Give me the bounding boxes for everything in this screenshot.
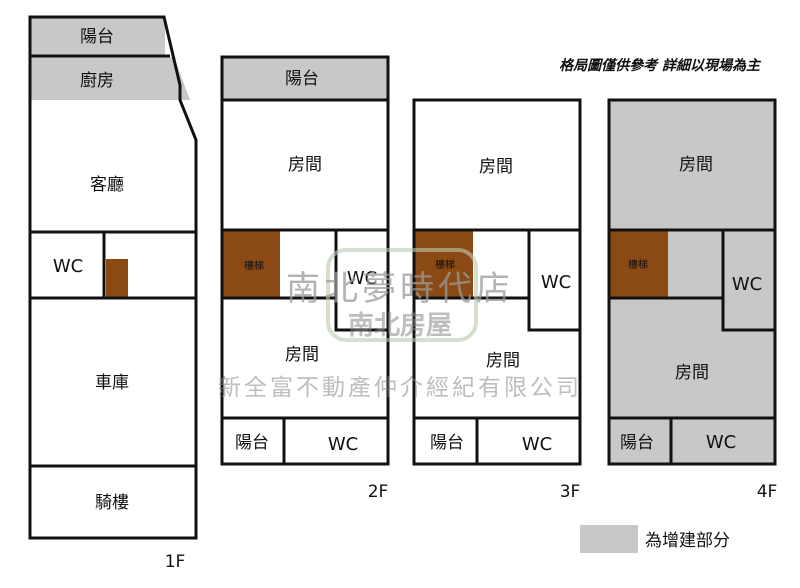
2f-outline [220,55,390,466]
1f-garage-label: 車庫 [95,373,129,393]
4f-outline [607,98,777,466]
1f-kitchen-fill [30,57,190,100]
2f-wc-bottom-label: WC [328,434,358,455]
2f-stairs-label: 樓梯 [244,259,264,272]
4f-wc-walls [721,230,775,332]
4f-room2-label: 房間 [675,363,709,383]
legend-label: 為增建部分 [645,531,730,551]
1f-outline [28,15,198,540]
1f-living-label: 客廳 [90,175,124,195]
watermark: 南北房屋 南北夢時代店 新全富不動產仲介經紀有限公司 [218,248,582,401]
floor-1f: 陽台 廚房 客廳 WC 車庫 騎樓 1F [28,15,198,572]
2f-floor-label: 2F [368,482,389,502]
floor-4f: 房間 樓梯 WC 房間 陽台 WC 4F [607,98,778,502]
3f-wc-walls [527,230,580,332]
2f-room2-label: 房間 [285,345,319,365]
2f-balcony-fill [222,57,388,100]
watermark-company: 新全富不動產仲介經紀有限公司 [218,375,582,401]
2f-balcony-top-label: 陽台 [285,69,319,89]
3f-room1-label: 房間 [479,157,513,177]
3f-room2-label: 房間 [486,351,520,371]
watermark-brand: 南北夢時代店 [286,269,514,309]
3f-floor-label: 3F [560,482,581,502]
3f-wc-mid-label: WC [541,272,571,293]
4f-stairs-label: 樓梯 [628,258,648,271]
1f-arcade-label: 騎樓 [95,493,129,513]
1f-kitchen-label: 廚房 [80,70,114,91]
4f-balcony-bottom-label: 陽台 [620,433,654,453]
3f-outline [412,98,582,466]
4f-room1-label: 房間 [679,155,713,175]
2f-wc-mid-label: WC [347,268,377,289]
1f-stair-block [106,259,128,297]
1f-balcony-label: 陽台 [80,27,114,47]
watermark-logo: 南北房屋 [348,311,452,341]
3f-balcony-bottom-label: 陽台 [430,433,464,453]
watermark-logo-frame [326,248,478,342]
2f-balcony-bottom-label: 陽台 [235,433,269,453]
2f-wc-walls [334,230,388,332]
floor-3f: 房間 樓梯 WC 房間 陽台 WC 3F [412,98,582,502]
4f-wc-mid-label: WC [732,274,762,295]
1f-wc-label: WC [53,256,83,277]
disclaimer-note: 格局圖僅供參考 詳細以現場為主 [559,57,762,74]
4f-wc-bottom-label: WC [706,432,736,453]
3f-wc-bottom-label: WC [522,434,552,455]
legend-swatch [580,525,638,553]
3f-stairs-label: 樓梯 [435,258,455,271]
2f-room1-label: 房間 [288,155,322,175]
4f-floor-label: 4F [757,482,778,502]
2f-stair-block [222,231,280,297]
legend: 為增建部分 [580,525,730,553]
1f-balcony-fill [30,17,165,55]
1f-floor-label: 1F [165,552,186,572]
floor-2f: 陽台 房間 樓梯 WC 房間 陽台 WC 2F [220,55,390,502]
4f-stair-block [610,231,668,297]
3f-stair-block [415,231,473,297]
